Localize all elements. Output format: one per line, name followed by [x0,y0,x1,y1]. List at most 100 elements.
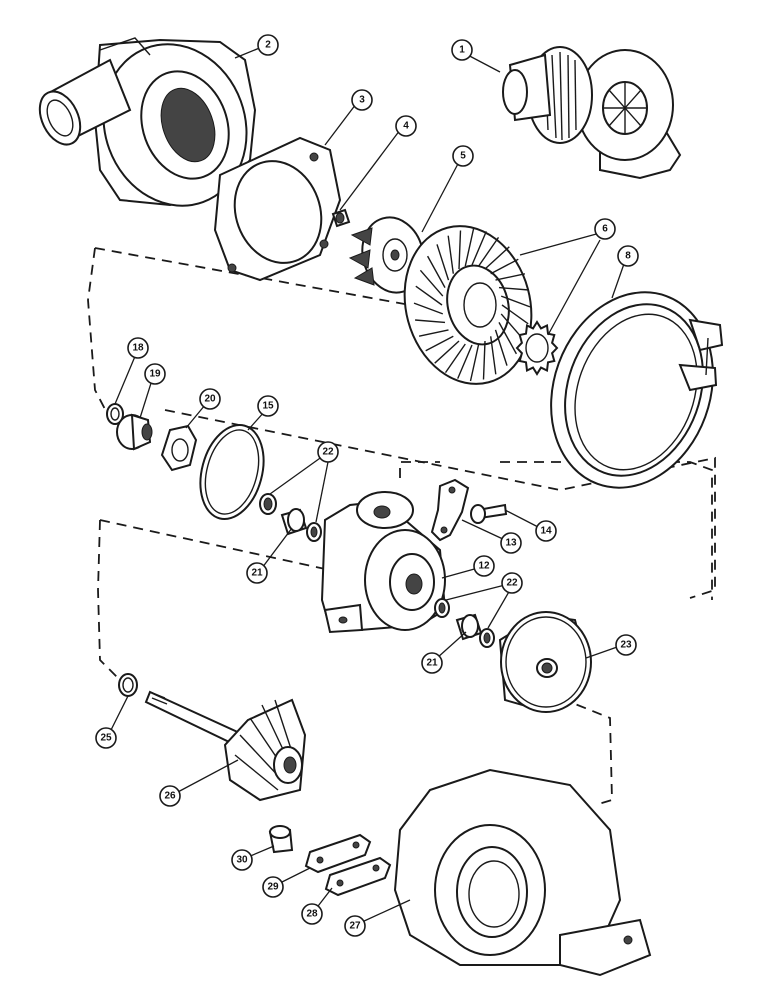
callout-2-label: 2 [265,40,271,51]
callout-25: 25 [95,727,117,749]
callout-20-label: 20 [204,394,216,405]
callout-14: 14 [535,520,557,542]
callout-15-label: 15 [262,401,274,412]
nozzle-vane [490,336,497,375]
nozzle-vane [444,343,466,373]
callout-29: 29 [262,876,284,898]
nozzle-vane [482,340,486,380]
group-outline-upper [87,247,109,416]
snap-ring [106,403,124,425]
callout-22-upper: 22 [317,441,339,463]
nozzle-vane [490,258,519,275]
backplate [213,136,342,282]
callout-3: 3 [351,89,373,111]
callout-29-label: 29 [267,882,279,893]
nozzle-vane [471,231,487,266]
callout-20: 20 [199,388,221,410]
compressor-housing [38,37,257,207]
callout-26-label: 26 [164,791,176,802]
callout-22-lower: 22 [501,572,523,594]
nozzle-vane [484,246,510,270]
callout-1: 1 [451,39,473,61]
lock-plate [515,320,559,376]
callout-8: 8 [617,245,639,267]
turbine-wheel-shaft [144,690,307,802]
group-outline-lower-right [544,691,613,806]
callout-19: 19 [144,363,166,385]
callout-13-label: 13 [505,538,517,549]
callout-30-label: 30 [236,855,248,866]
callout-12-label: 12 [478,561,490,572]
callout-15: 15 [257,395,279,417]
o-ring [199,423,265,521]
nozzle-vane [501,304,529,325]
turbine-screw [268,825,294,854]
callout-21-lower: 21 [421,652,443,674]
nozzle-vane [500,295,531,308]
thrust-collar [116,413,153,451]
callout-27: 27 [344,915,366,937]
callout-3-label: 3 [359,95,365,106]
callout-4: 4 [395,115,417,137]
callout-27-label: 27 [349,921,361,932]
nozzle-vane [425,335,454,352]
compressor-nut [331,208,351,228]
callout-23: 23 [615,634,637,656]
seal-ring [118,673,138,697]
nozzle-vane [498,286,529,291]
callout-18: 18 [127,337,149,359]
callout-21-lower-label: 21 [426,658,438,669]
center-housing [320,491,447,634]
nozzle-ring [403,225,533,385]
nozzle-vane [426,255,446,288]
nozzle-vane [494,329,508,366]
bearing-retainer-lower-a [434,598,450,618]
nozzle-vane [464,228,475,267]
bearing-retainer-lower-b [479,628,495,648]
callout-2: 2 [257,34,279,56]
clamp-plate-a [304,833,372,874]
callout-25-label: 25 [100,733,112,744]
callout-28: 28 [301,903,323,925]
callout-5-label: 5 [460,151,466,162]
turbocharger-assembly [502,46,682,180]
callout-1-label: 1 [459,45,465,56]
nozzle-vane [478,237,500,267]
bearing-retainer-upper-b [306,522,322,542]
turbine-housing [393,768,652,977]
nozzle-vane [457,344,473,379]
journal-bearing-upper [280,508,308,536]
callout-23-label: 23 [620,640,632,651]
callout-5: 5 [452,145,474,167]
heat-shield [498,611,592,713]
leader-lines [109,46,626,923]
nozzle-vane [447,235,454,274]
callout-18-label: 18 [132,343,144,354]
callout-30: 30 [231,849,253,871]
callout-14-label: 14 [540,526,552,537]
nozzle-vane [434,340,460,364]
clamp-plate-b [324,856,392,897]
bearing-retainer-upper-a [259,493,277,515]
callout-21-upper-label: 21 [251,568,263,579]
nozzle-vane [458,230,462,270]
thrust-bearing [160,424,198,472]
nozzle-vane [413,302,444,315]
nozzle-vane [495,273,526,281]
group-outline-lower [97,519,121,681]
nozzle-vane [498,322,518,355]
callout-26: 26 [159,785,181,807]
cap-screw [470,503,508,524]
nozzle-vane [415,319,446,324]
nozzle-vane [419,269,444,297]
callout-12: 12 [473,555,495,577]
callout-13: 13 [500,532,522,554]
callout-19-label: 19 [149,369,161,380]
callout-28-label: 28 [306,909,318,920]
callout-6: 6 [594,218,616,240]
lock-plate-bracket [430,478,470,542]
nozzle-vane [418,329,449,337]
callout-22-lower-label: 22 [506,578,518,589]
